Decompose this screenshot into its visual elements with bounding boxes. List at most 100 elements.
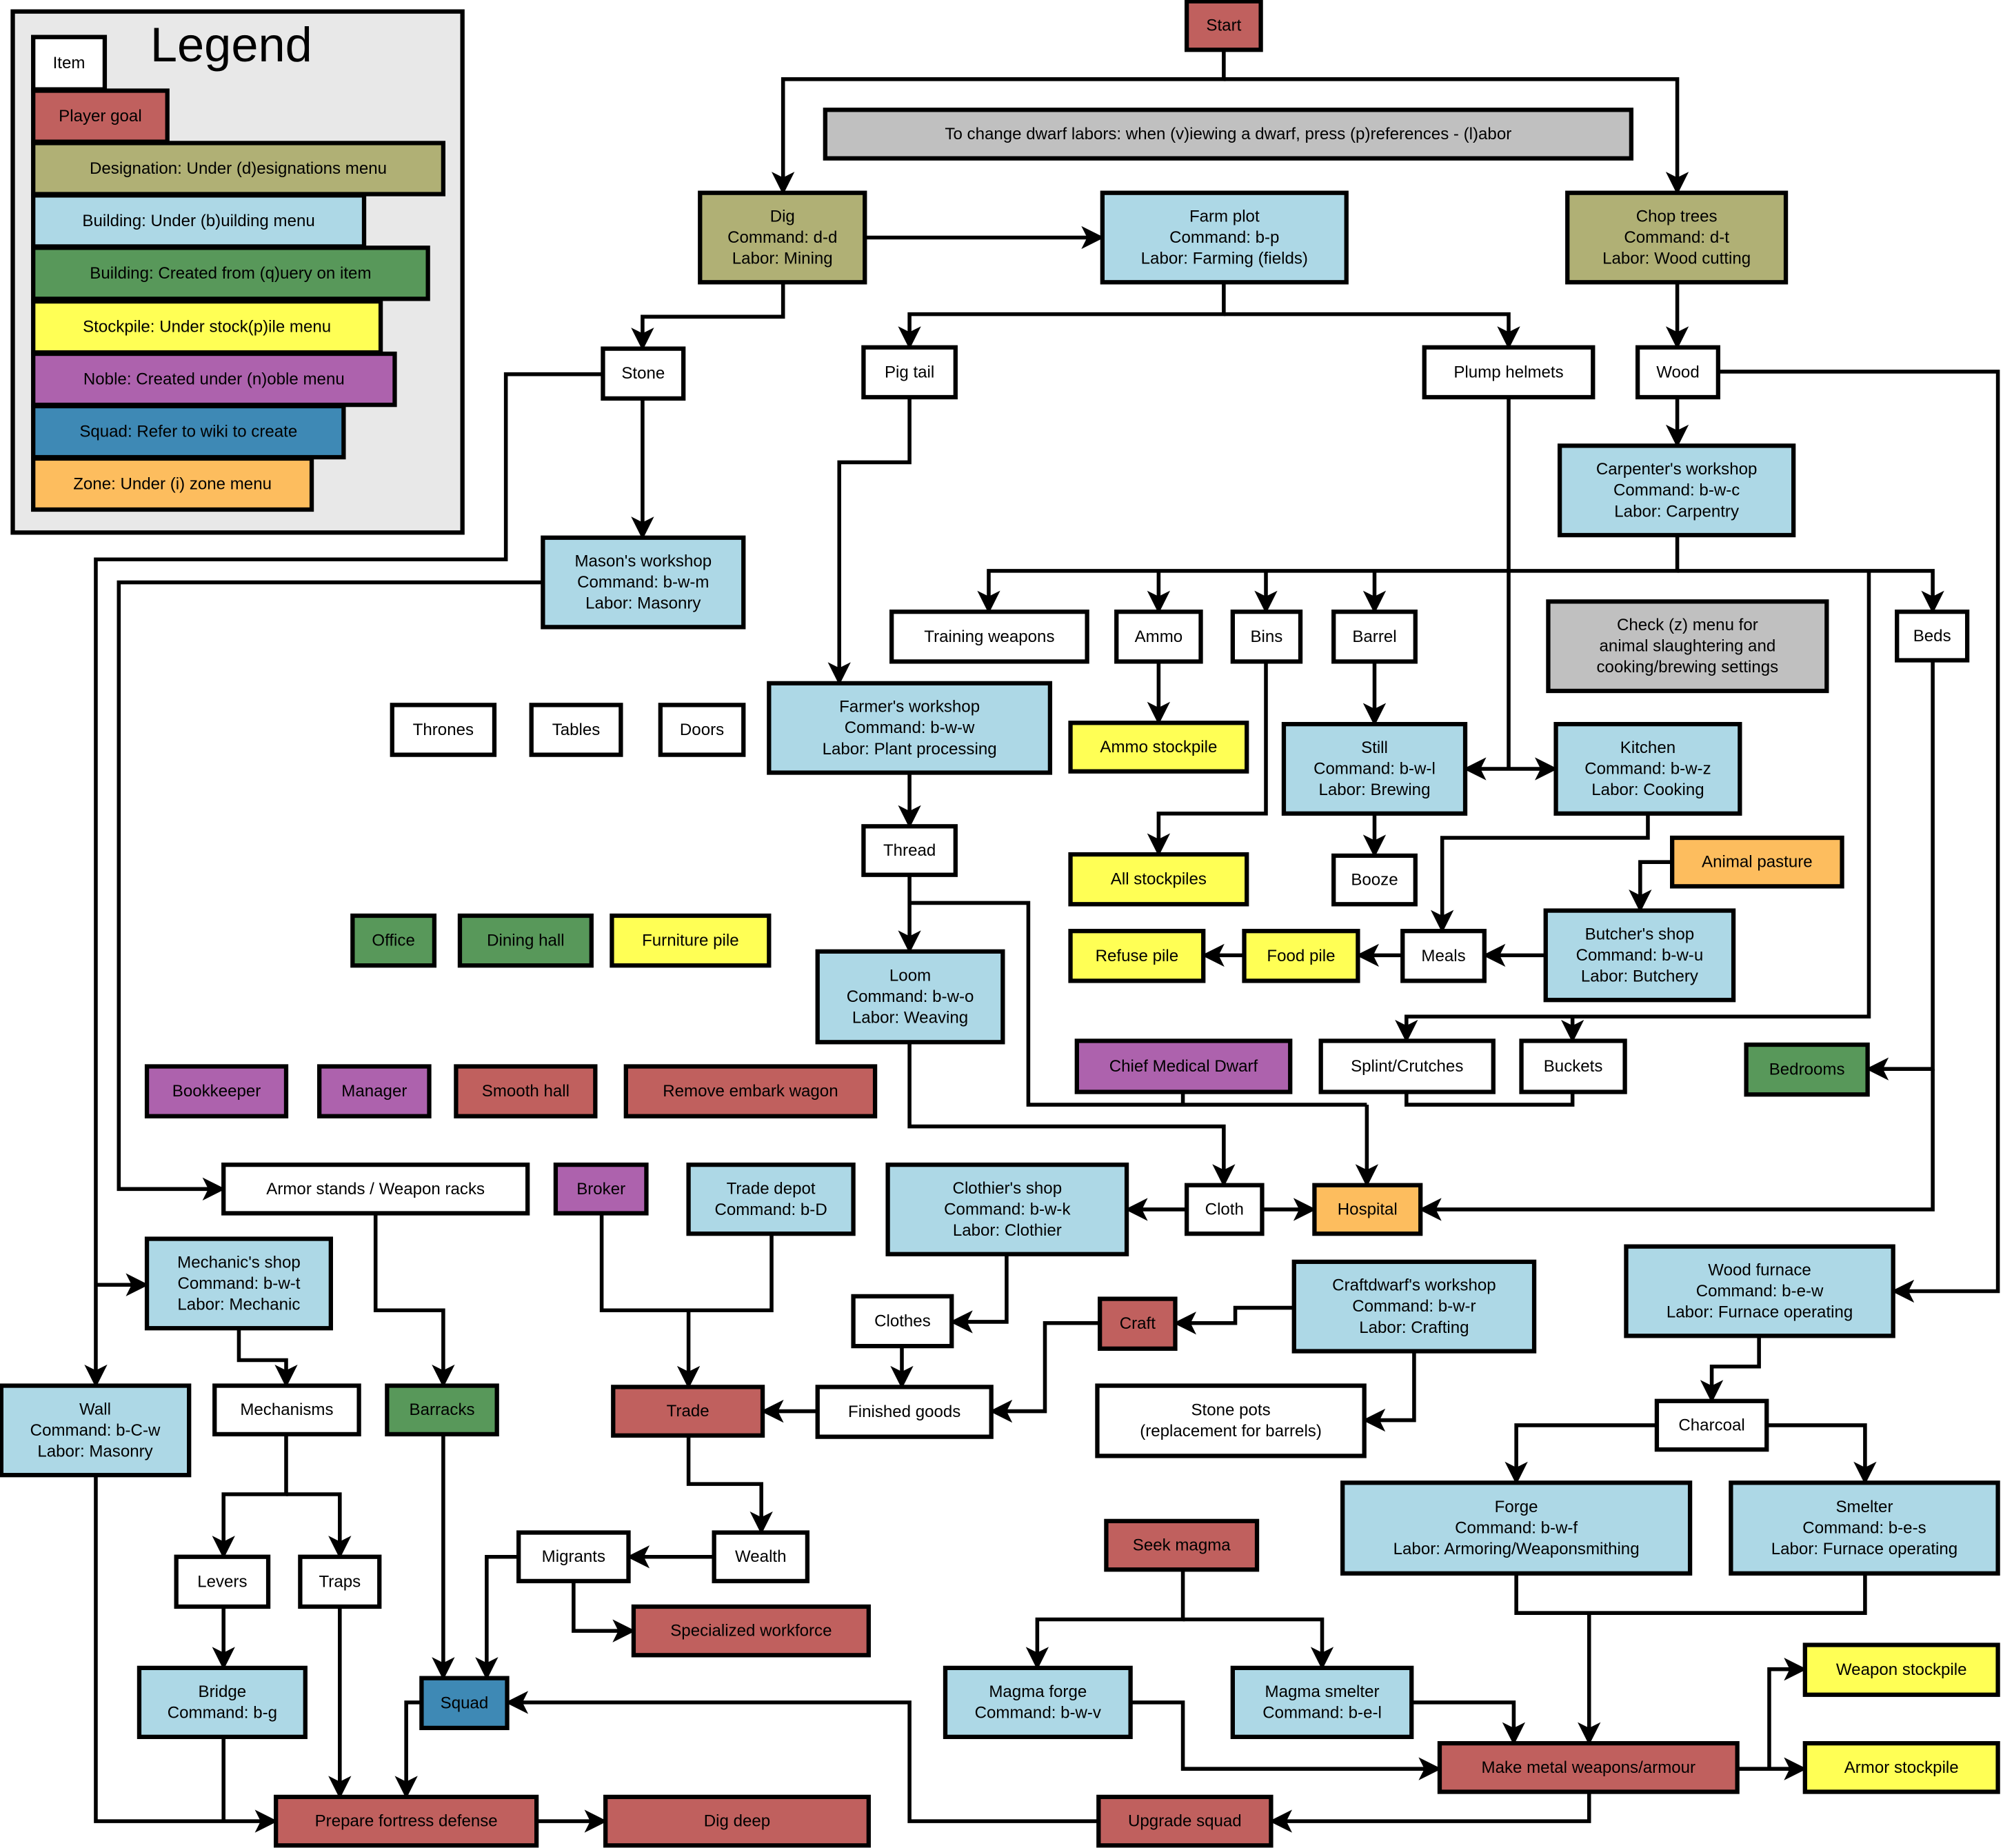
node-label: Command: b-e-w bbox=[1696, 1282, 1824, 1300]
building-box bbox=[767, 681, 1053, 775]
item-box bbox=[861, 345, 958, 400]
node-armor-stockpile: Armor stockpile bbox=[1802, 1740, 2000, 1794]
item-box bbox=[212, 1383, 361, 1437]
node-label: Labor: Crafting bbox=[1359, 1318, 1469, 1337]
node-label: Command: d-d bbox=[727, 228, 837, 247]
node-beds: Beds bbox=[1895, 610, 1970, 663]
edge-forge-smelter-to-metal bbox=[1514, 1573, 1867, 1615]
edge-armor-stands-to-barracks bbox=[373, 1213, 455, 1388]
node-label: Chop trees bbox=[1636, 207, 1718, 225]
node-label: Levers bbox=[197, 1572, 247, 1591]
zone-box bbox=[1312, 1183, 1423, 1236]
node-office: Office bbox=[350, 913, 437, 968]
node-seek-magma: Seek magma bbox=[1104, 1518, 1260, 1572]
node-label: Command: b-w-u bbox=[1576, 946, 1704, 965]
item-box bbox=[889, 610, 1089, 664]
node-note-labors: To change dwarf labors: when (v)iewing a… bbox=[823, 108, 1634, 161]
building-box bbox=[815, 949, 1005, 1045]
node-wealth: Wealth bbox=[712, 1530, 810, 1584]
node-bedrooms: Bedrooms bbox=[1744, 1042, 1870, 1097]
noble-box bbox=[553, 1162, 649, 1216]
node-label: Stone bbox=[621, 364, 665, 383]
node-label: Booze bbox=[1351, 871, 1398, 890]
noble-box bbox=[317, 1064, 432, 1118]
legend-entry-goal: Player goal bbox=[31, 88, 170, 144]
node-label: Specialized workforce bbox=[670, 1622, 832, 1640]
node-label: Office bbox=[372, 932, 414, 950]
node-doors: Doors bbox=[658, 703, 746, 757]
node-label: Labor: Weaving bbox=[852, 1009, 968, 1027]
legend-label: Building: Under (b)uilding menu bbox=[82, 212, 314, 230]
stockpile-box bbox=[1802, 1740, 2000, 1794]
node-ammo-stockpile: Ammo stockpile bbox=[1068, 721, 1249, 774]
building-box bbox=[1281, 721, 1468, 816]
item-box bbox=[1635, 345, 1721, 400]
node-label: Trade bbox=[667, 1402, 709, 1420]
node-label: Labor: Butchery bbox=[1581, 967, 1698, 985]
goal-box bbox=[1437, 1740, 1740, 1794]
designation-box bbox=[698, 190, 867, 285]
item-box bbox=[1895, 610, 1970, 663]
node-clothes: Clothes bbox=[851, 1294, 954, 1349]
legend-label: Noble: Created under (n)oble menu bbox=[83, 370, 345, 389]
item-box bbox=[174, 1554, 271, 1609]
legend-label: Zone: Under (i) zone menu bbox=[73, 474, 272, 493]
item-box bbox=[1114, 610, 1203, 664]
node-label: Craftdwarf's workshop bbox=[1332, 1276, 1496, 1295]
node-meals: Meals bbox=[1400, 929, 1487, 983]
edge-craft-to-finished bbox=[989, 1321, 1100, 1423]
node-label: Start bbox=[1206, 17, 1241, 35]
node-cmd: Chief Medical Dwarf bbox=[1074, 1038, 1293, 1094]
building-box bbox=[885, 1162, 1129, 1256]
node-armor-stands: Armor stands / Weapon racks bbox=[221, 1162, 530, 1216]
node-wood: Wood bbox=[1635, 345, 1721, 400]
node-smooth-hall: Smooth hall bbox=[454, 1064, 598, 1118]
node-label: Clothes bbox=[874, 1312, 931, 1331]
node-label: Make metal weapons/armour bbox=[1482, 1758, 1696, 1777]
item-box bbox=[851, 1294, 954, 1349]
edge-thread-to-hospital bbox=[909, 901, 1367, 1107]
node-furniture-pile: Furniture pile bbox=[610, 913, 772, 968]
goal-box bbox=[631, 1604, 871, 1658]
goal-box bbox=[1096, 1794, 1274, 1848]
node-upgrade-squad: Upgrade squad bbox=[1096, 1794, 1274, 1848]
building-box bbox=[1729, 1480, 2000, 1576]
node-label: Training weapons bbox=[924, 627, 1054, 646]
edge-stone-to-wall bbox=[84, 372, 603, 1388]
goal-box bbox=[1184, 0, 1263, 52]
node-tables: Tables bbox=[529, 703, 623, 757]
edge-kitchen-to-meals bbox=[1431, 813, 1650, 933]
node-booze: Booze bbox=[1331, 853, 1418, 907]
edge-charcoal-to-smelter bbox=[1767, 1423, 1877, 1485]
node-label: Wood bbox=[1656, 363, 1699, 381]
node-label: Labor: Armoring/Weaponsmithing bbox=[1393, 1540, 1640, 1558]
node-label: Smelter bbox=[1835, 1498, 1893, 1516]
node-label: Prepare fortress defense bbox=[315, 1812, 498, 1831]
node-label: Cloth bbox=[1205, 1200, 1244, 1218]
node-levers: Levers bbox=[174, 1554, 271, 1609]
goal-box bbox=[274, 1794, 539, 1848]
node-craft: Craft bbox=[1098, 1296, 1178, 1351]
edge-metal-to-upgrade bbox=[1269, 1791, 1591, 1833]
node-label: To change dwarf labors: when (v)iewing a… bbox=[945, 125, 1511, 143]
node-trade: Trade bbox=[611, 1385, 765, 1438]
node-cloth: Cloth bbox=[1184, 1183, 1265, 1236]
node-label: Mechanisms bbox=[240, 1400, 333, 1419]
edge-carpenter-to-splint-buckets bbox=[1395, 570, 1871, 1043]
node-start: Start bbox=[1184, 0, 1263, 52]
node-migrants: Migrants bbox=[516, 1530, 631, 1584]
building-box bbox=[1557, 443, 1796, 538]
building-box bbox=[541, 535, 746, 630]
building-box bbox=[1340, 1480, 1693, 1576]
edge-migrants-to-squad bbox=[475, 1554, 519, 1680]
edge-pigtail-to-farmers bbox=[827, 397, 912, 685]
node-label: Loom bbox=[889, 967, 931, 985]
node-label: Smooth hall bbox=[482, 1082, 570, 1101]
